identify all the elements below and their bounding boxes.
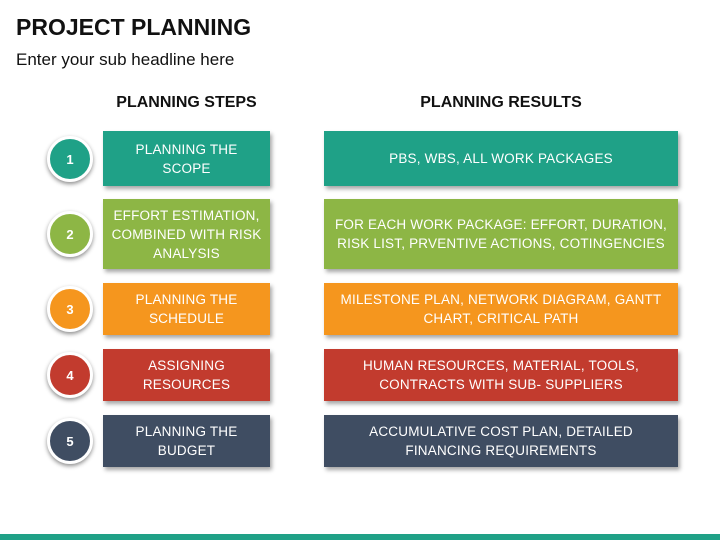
planning-row-3: 3 PLANNING THE SCHEDULE MILESTONE PLAN, …: [0, 283, 720, 335]
planning-row-4: 4 ASSIGNING RESOURCES HUMAN RESOURCES, M…: [0, 349, 720, 401]
step-number-badge: 5: [47, 418, 93, 464]
result-box: MILESTONE PLAN, NETWORK DIAGRAM, GANTT C…: [324, 283, 678, 335]
step-box: PLANNING THE SCOPE: [103, 131, 270, 186]
step-number-badge: 4: [47, 352, 93, 398]
step-box: PLANNING THE BUDGET: [103, 415, 270, 467]
planning-row-2: 2 EFFORT ESTIMATION, COMBINED WITH RISK …: [0, 199, 720, 269]
step-box: EFFORT ESTIMATION, COMBINED WITH RISK AN…: [103, 199, 270, 269]
result-box: PBS, WBS, ALL WORK PACKAGES: [324, 131, 678, 186]
planning-row-5: 5 PLANNING THE BUDGET ACCUMULATIVE COST …: [0, 415, 720, 467]
step-number-badge: 3: [47, 286, 93, 332]
planning-row-1: 1 PLANNING THE SCOPE PBS, WBS, ALL WORK …: [0, 131, 720, 186]
step-box: PLANNING THE SCHEDULE: [103, 283, 270, 335]
result-box: HUMAN RESOURCES, MATERIAL, TOOLS, CONTRA…: [324, 349, 678, 401]
step-number-badge: 2: [47, 211, 93, 257]
result-box: FOR EACH WORK PACKAGE: EFFORT, DURATION,…: [324, 199, 678, 269]
footer-accent-bar: [0, 534, 720, 540]
step-box: ASSIGNING RESOURCES: [103, 349, 270, 401]
result-box: ACCUMULATIVE COST PLAN, DETAILED FINANCI…: [324, 415, 678, 467]
page-subtitle: Enter your sub headline here: [16, 50, 235, 69]
planning-steps-heading: PLANNING STEPS: [116, 94, 257, 111]
page-title: PROJECT PLANNING: [16, 14, 252, 40]
planning-results-heading: PLANNING RESULTS: [420, 94, 582, 111]
step-number-badge: 1: [47, 136, 93, 182]
